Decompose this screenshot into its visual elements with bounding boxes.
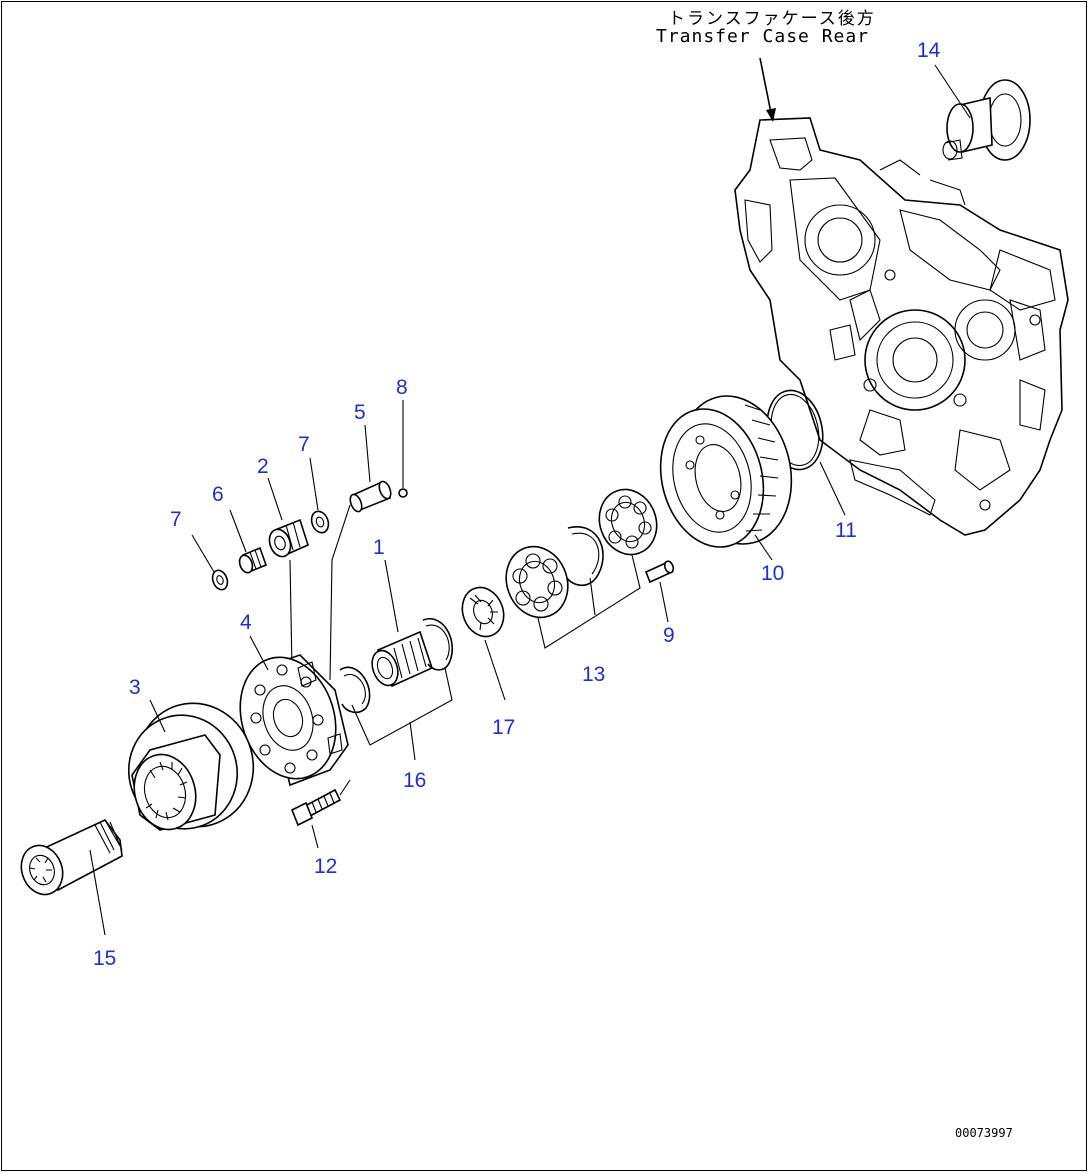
part-8-ball	[398, 488, 408, 498]
callout-3: 3	[129, 676, 141, 699]
part-13-bearing-inner	[505, 545, 569, 619]
callout-7-upper: 7	[298, 433, 310, 456]
callout-9: 9	[663, 624, 675, 647]
part-9-pin	[644, 560, 675, 584]
part-1-needle-bearing	[371, 630, 433, 688]
callout-8: 8	[396, 376, 408, 399]
part-5-shaft	[349, 480, 392, 513]
part-6-needle-roller	[238, 546, 268, 574]
callout-1: 1	[373, 536, 385, 559]
shaft-assembly-line	[329, 504, 351, 681]
part-2-planet-gear	[268, 518, 309, 558]
part-13-bearing-outer	[598, 488, 658, 556]
leader-17	[484, 639, 506, 701]
callout-5: 5	[354, 401, 366, 424]
part-7-washer-upper	[310, 510, 330, 534]
leader-7-lower	[191, 534, 215, 573]
note-english: Transfer Case Rear	[656, 26, 870, 47]
part-12-bolt	[290, 779, 351, 827]
callout-16: 16	[403, 769, 427, 792]
part-4-planet-carrier	[239, 654, 349, 787]
part-14-flange-shaft	[942, 79, 1031, 161]
leader-16	[351, 667, 453, 761]
leader-2	[267, 477, 283, 521]
transfer-case-housing	[734, 117, 1069, 536]
leader-15	[89, 849, 106, 936]
leader-14	[934, 64, 971, 119]
part-13-snap-ring	[559, 526, 604, 587]
callout-7-lower: 7	[170, 508, 182, 531]
callout-11: 11	[835, 519, 857, 542]
drawing-code: 00073997	[955, 1126, 1013, 1140]
callout-15: 15	[93, 947, 117, 970]
callout-6: 6	[212, 483, 224, 506]
note-arrowhead	[766, 108, 776, 122]
callout-17: 17	[492, 716, 516, 739]
leader-11	[819, 461, 846, 516]
part-15-spline-shaft	[20, 819, 123, 896]
gear-assembly-line	[289, 559, 293, 671]
callout-13: 13	[582, 663, 606, 686]
callout-2: 2	[257, 455, 269, 478]
note-leader	[759, 57, 773, 119]
note-japanese: トランスファケース後方	[668, 9, 876, 29]
callout-4: 4	[240, 611, 252, 634]
part-10-ring-gear	[659, 395, 793, 548]
leader-9	[659, 581, 669, 623]
leader-10	[754, 534, 773, 561]
callout-12: 12	[314, 855, 338, 878]
leader-3	[149, 699, 166, 733]
leader-5	[364, 424, 371, 483]
callout-14: 14	[917, 39, 941, 62]
part-7-washer-lower	[211, 569, 229, 591]
leader-12	[311, 824, 319, 849]
part-16-snap-rings	[339, 617, 453, 714]
part-17-thrust-washer	[461, 586, 505, 638]
callout-10: 10	[761, 562, 785, 585]
part-3-hub	[127, 702, 255, 831]
leader-7-upper	[309, 457, 319, 511]
leader-1	[384, 559, 399, 633]
leader-4	[249, 635, 269, 671]
leader-6	[229, 509, 247, 553]
leader-13	[537, 554, 641, 649]
